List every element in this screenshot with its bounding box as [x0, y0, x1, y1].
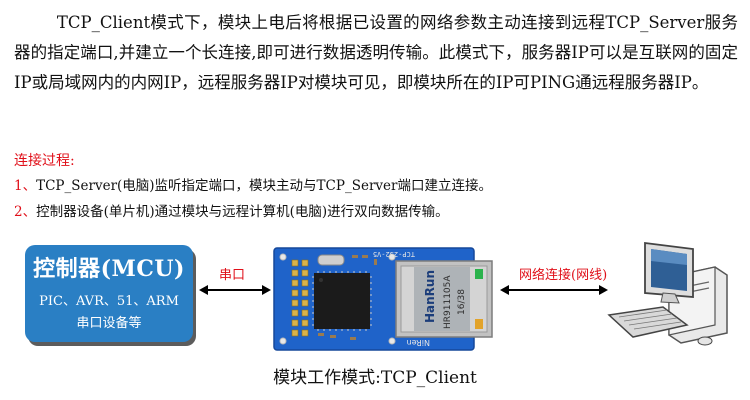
tcp-232-module-image: TCP-232-V5 NiRen HanRun HR911105A 16/38	[273, 247, 493, 351]
intro-paragraph: TCP_Client模式下，模块上电后将根据已设置的网络参数主动连接到远程TCP…	[14, 8, 738, 98]
mcu-serial-devices: 串口设备等	[76, 316, 142, 331]
step-2-text: 控制器设备(单片机)通过模块与远程计算机(电脑)进行双向数据传输。	[36, 204, 449, 220]
serial-double-arrow-icon	[199, 285, 271, 295]
step-1-text: TCP_Server(电脑)监听指定端口，模块主动与TCP_Server端口建立…	[36, 178, 492, 194]
mcu-title: 控制器(MCU)	[33, 256, 185, 282]
diagram-caption: 模块工作模式:TCP_Client	[273, 368, 477, 388]
jack-date-text: 16/38	[457, 289, 467, 315]
computer-icon	[607, 241, 728, 346]
mcu-platforms: PIC、AVR、51、ARM	[39, 294, 179, 309]
process-step-2: 2、控制器设备(单片机)通过模块与远程计算机(电脑)进行双向数据传输。	[14, 203, 449, 221]
serial-label: 串口	[219, 268, 246, 283]
process-title: 连接过程:	[14, 153, 75, 169]
process-step-1: 1、TCP_Server(电脑)监听指定端口，模块主动与TCP_Server端口…	[14, 177, 492, 195]
mcu-controller-box: 控制器(MCU) PIC、AVR、51、ARM 串口设备等	[25, 245, 193, 342]
board-model-text: TCP-232-V5	[373, 250, 415, 258]
jack-part-text: HR911105A	[443, 275, 453, 329]
intro-text: TCP_Client模式下，模块上电后将根据已设置的网络参数主动连接到远程TCP…	[14, 13, 738, 92]
network-double-arrow-icon	[500, 285, 608, 295]
jack-brand-text: HanRun	[423, 270, 437, 323]
step-1-number: 1、	[14, 178, 37, 194]
network-label: 网络连接(网线)	[519, 268, 608, 283]
board-brand-text: NiRen	[407, 338, 430, 347]
step-2-number: 2、	[14, 204, 37, 220]
